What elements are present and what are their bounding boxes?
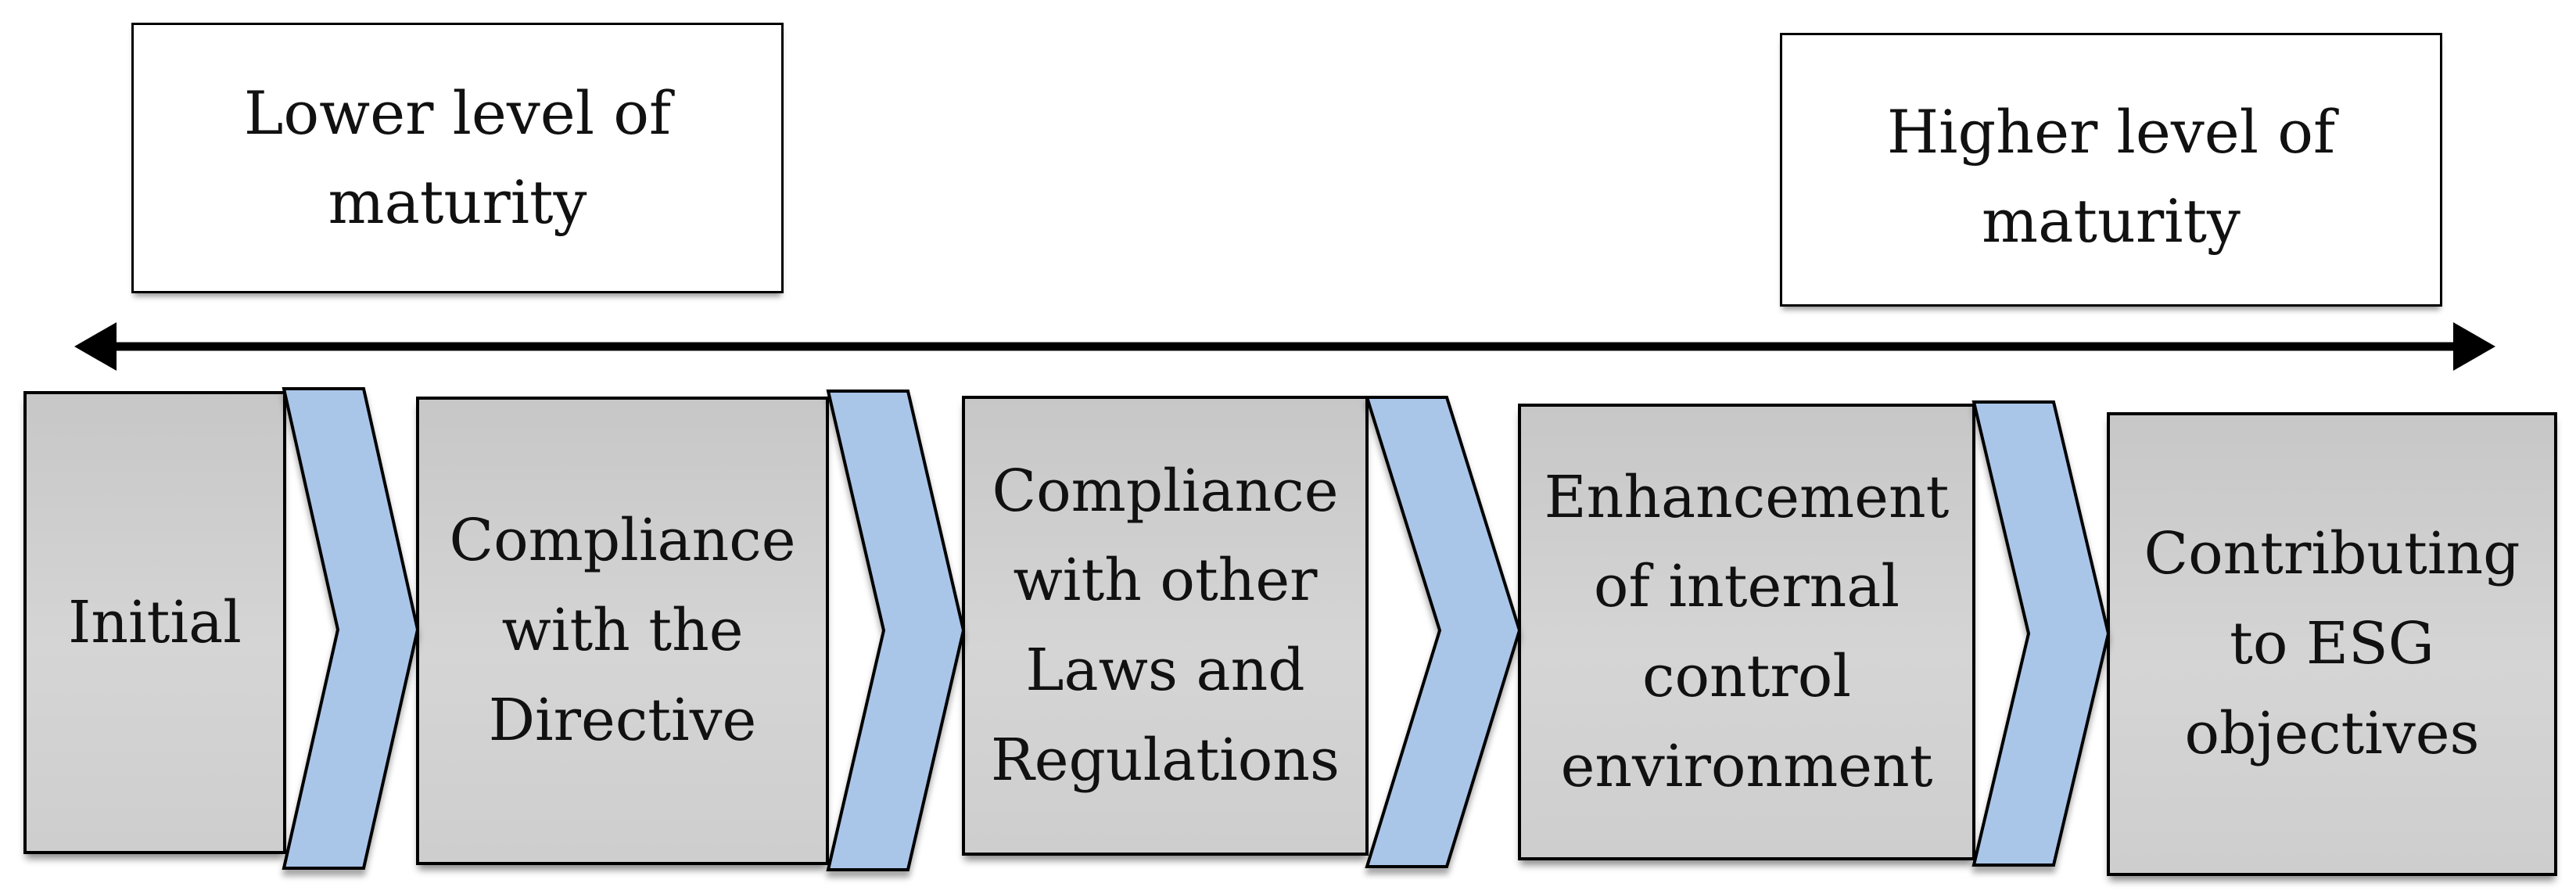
higher-maturity-box: Higher level of maturity bbox=[1780, 33, 2442, 307]
stage-label: Contributing to ESG objectives bbox=[2144, 520, 2520, 767]
maturity-axis-arrow bbox=[74, 322, 2495, 371]
lower-maturity-label: Lower level of maturity bbox=[243, 78, 672, 237]
stage-box-compliance-other-laws: Compliance with other Laws and Regulatio… bbox=[962, 396, 1369, 856]
higher-maturity-label: Higher level of maturity bbox=[1886, 97, 2336, 256]
chevron-arrow-4-icon bbox=[1971, 400, 2111, 867]
left-arrowhead-icon bbox=[74, 322, 117, 371]
stage-label: Compliance with the Directive bbox=[449, 507, 796, 754]
stage-box-initial: Initial bbox=[23, 391, 286, 854]
stage-box-compliance-directive: Compliance with the Directive bbox=[416, 397, 829, 865]
stage-label: Initial bbox=[68, 588, 242, 656]
lower-maturity-box: Lower level of maturity bbox=[131, 23, 784, 293]
right-arrowhead-icon bbox=[2453, 322, 2495, 371]
chevron-arrow-2-icon bbox=[826, 390, 966, 871]
stage-box-esg-objectives: Contributing to ESG objectives bbox=[2107, 412, 2557, 876]
stage-label: Enhancement of internal control environm… bbox=[1544, 463, 1950, 800]
chevron-arrow-1-icon bbox=[282, 387, 420, 870]
chevron-arrow-3-icon bbox=[1365, 396, 1522, 868]
stage-label: Compliance with other Laws and Regulatio… bbox=[991, 457, 1340, 794]
stage-box-internal-control: Enhancement of internal control environm… bbox=[1518, 404, 1975, 860]
